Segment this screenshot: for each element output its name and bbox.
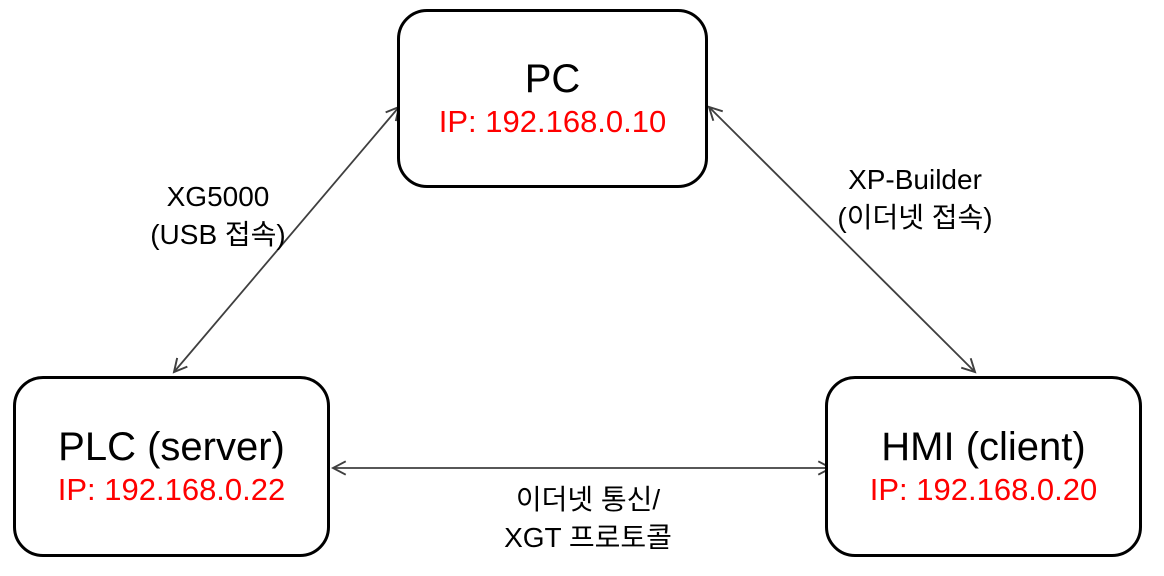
node-pc-ip: IP: 192.168.0.10 bbox=[438, 104, 667, 140]
node-pc-title: PC bbox=[524, 57, 581, 102]
node-plc: PLC (server) IP: 192.168.0.22 bbox=[13, 376, 330, 557]
node-pc: PC IP: 192.168.0.10 bbox=[397, 9, 708, 188]
edge-label-pc-plc-line2: (USB 접속) bbox=[150, 218, 286, 250]
edge-label-pc-plc: XG5000 (USB 접속) bbox=[150, 178, 286, 254]
edge-label-pc-hmi-line1: XP-Builder bbox=[848, 164, 982, 195]
node-hmi: HMI (client) IP: 192.168.0.20 bbox=[825, 376, 1142, 557]
edge-label-plc-hmi-line1: 이더넷 통신/ bbox=[515, 484, 661, 515]
edge-label-plc-hmi: 이더넷 통신/ XGT 프로토콜 bbox=[504, 481, 672, 557]
edge-label-pc-plc-line1: XG5000 bbox=[166, 181, 270, 212]
connector-pc-hmi-arrow bbox=[709, 107, 975, 372]
node-hmi-ip: IP: 192.168.0.20 bbox=[869, 472, 1098, 508]
edge-label-plc-hmi-line2: XGT 프로토콜 bbox=[504, 521, 672, 553]
edge-label-pc-hmi-line2: (이더넷 접속) bbox=[837, 201, 993, 233]
node-plc-ip: IP: 192.168.0.22 bbox=[57, 472, 286, 508]
node-hmi-title: HMI (client) bbox=[881, 425, 1086, 470]
connector-pc-plc-arrow bbox=[174, 107, 399, 372]
edge-label-pc-hmi: XP-Builder (이더넷 접속) bbox=[837, 161, 992, 237]
node-plc-title: PLC (server) bbox=[58, 425, 285, 470]
